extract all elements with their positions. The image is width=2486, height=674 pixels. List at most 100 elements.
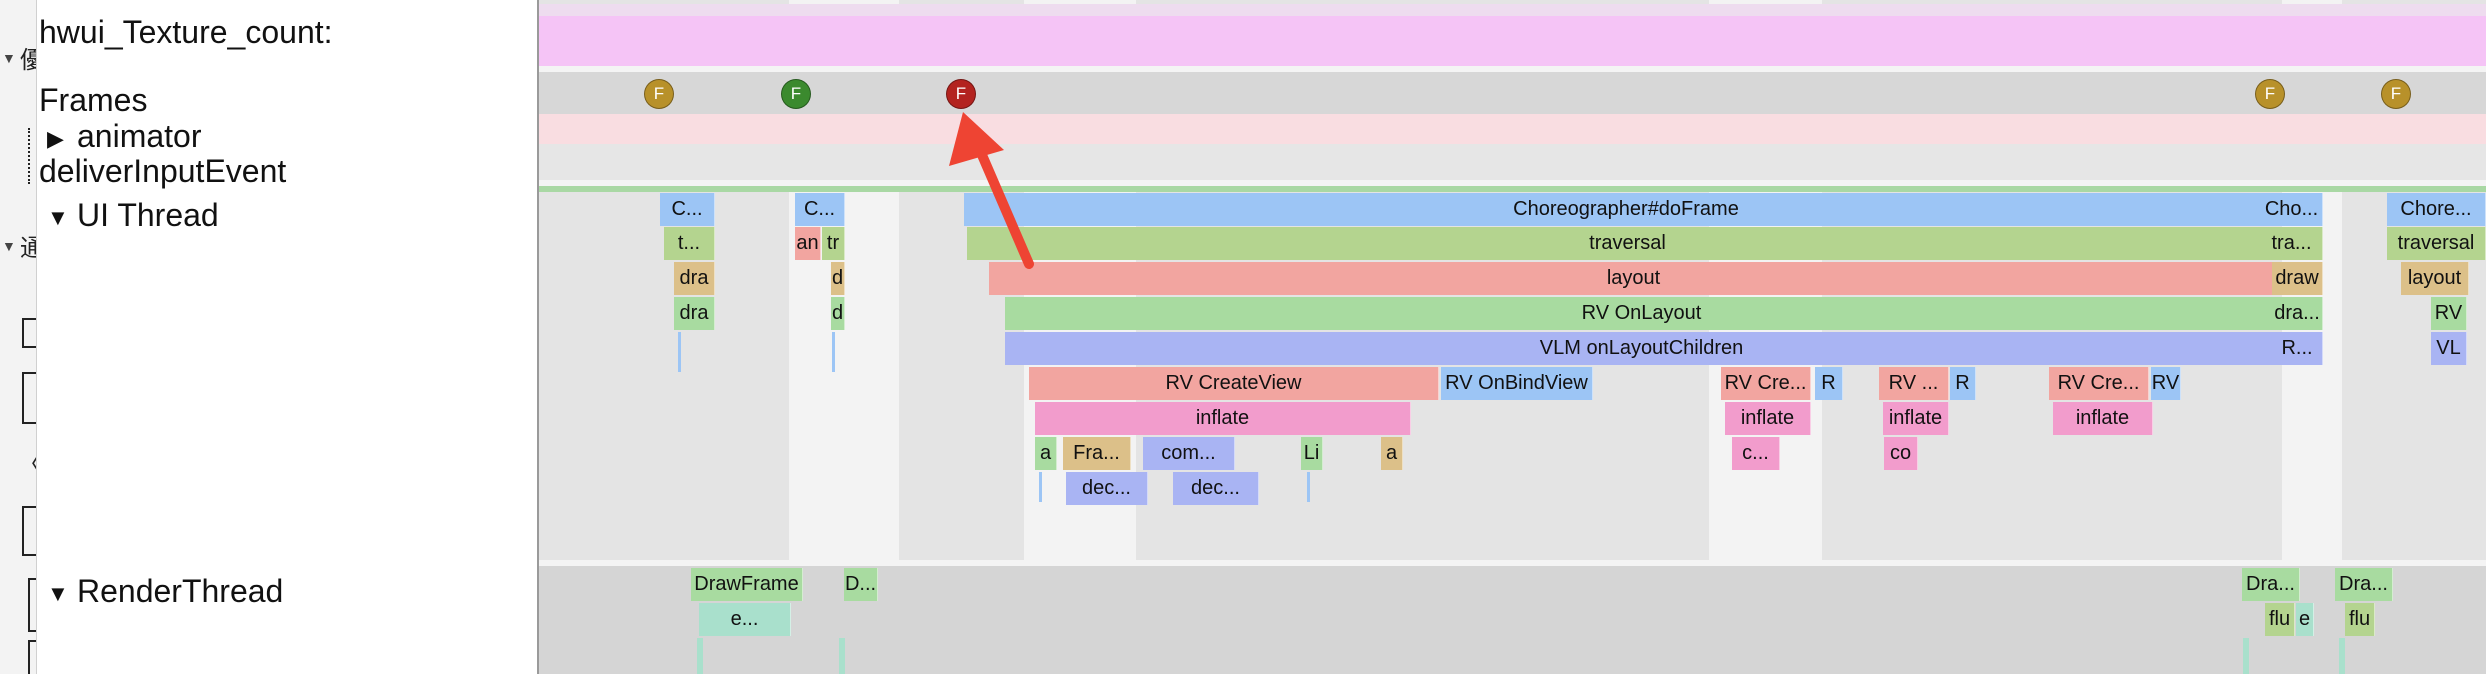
chevron-left-icon[interactable]: 〈 — [18, 444, 36, 479]
sidebar-icon[interactable] — [22, 318, 36, 348]
slice-ui[interactable]: d — [831, 297, 845, 330]
slice-ui[interactable]: Fra... — [1063, 437, 1131, 470]
triangle-right-icon[interactable]: ▶ — [47, 125, 64, 151]
frames-track — [539, 72, 2486, 114]
sidebar-icon[interactable] — [28, 640, 36, 674]
slice-ui[interactable]: C... — [795, 193, 845, 226]
track-label-frames[interactable]: Frames — [39, 82, 148, 118]
texture-count-counter[interactable] — [539, 16, 2486, 66]
slice-ui[interactable]: dra — [674, 262, 715, 295]
sidebar-icon[interactable] — [22, 506, 36, 556]
slice-ui[interactable]: Chore... — [2387, 193, 2486, 226]
left-gutter: ▼ 優 ▼ 通 〈 — [0, 0, 37, 674]
slice-ui[interactable]: dec... — [1066, 472, 1148, 505]
track-separator — [539, 66, 2486, 72]
slice-ui[interactable]: Cho... — [2261, 193, 2323, 226]
slice-tick[interactable] — [839, 638, 845, 674]
slice-render[interactable]: Dra... — [2242, 568, 2300, 601]
slice-render[interactable]: e... — [699, 603, 791, 636]
slice-inflate[interactable]: inflate — [1035, 402, 1411, 435]
deliver-input-event-track — [539, 144, 2486, 186]
slice-render[interactable]: e — [2296, 603, 2314, 636]
slice-ui[interactable]: dra... — [2272, 297, 2323, 330]
slice-ui[interactable]: com... — [1143, 437, 1235, 470]
slice-ui[interactable]: a — [1035, 437, 1057, 470]
slice-ui[interactable]: d — [831, 262, 845, 295]
track-animator[interactable]: ▶ animator — [47, 120, 202, 152]
drag-handle-icon[interactable] — [28, 128, 36, 184]
frame-marker[interactable]: F — [781, 79, 811, 109]
slice-ui[interactable]: R... — [2272, 332, 2323, 365]
sidebar-section-glyph: 優 — [20, 40, 36, 75]
slice-rv-onbindview[interactable]: RV OnBindView — [1441, 367, 1593, 400]
slice-tick[interactable] — [1307, 472, 1310, 502]
sidebar-icon[interactable] — [28, 578, 36, 632]
slice-tick[interactable] — [2243, 638, 2249, 674]
slice-ui[interactable]: tra... — [2261, 227, 2323, 260]
track-ui-thread[interactable]: ▼UI Thread — [47, 199, 219, 231]
sidebar-icon[interactable] — [22, 372, 36, 424]
slice-ui[interactable]: layout — [2401, 262, 2469, 295]
slice-inflate[interactable]: inflate — [1725, 402, 1811, 435]
animator-track — [539, 114, 2486, 144]
slice-ui[interactable]: RV — [2431, 297, 2467, 330]
slice-ui[interactable]: t... — [664, 227, 715, 260]
slice-rv-createview[interactable]: RV Cre... — [1721, 367, 1811, 400]
track-label-deliver-input-event[interactable]: deliverInputEvent — [39, 153, 287, 189]
slice-rv-createview[interactable]: RV CreateView — [1029, 367, 1439, 400]
frame-marker-janky[interactable]: F — [946, 79, 976, 109]
texture-count-track-bg — [539, 4, 2486, 16]
slice-ui[interactable]: c... — [1732, 437, 1780, 470]
track-label-texture-count[interactable]: hwui_Texture_count: — [39, 14, 333, 50]
slice-rv-onlayout[interactable]: RV OnLayout — [1005, 297, 2279, 330]
slice-tick[interactable] — [678, 332, 681, 372]
red-arrow-icon — [949, 112, 1034, 269]
slice-ui[interactable]: traversal — [2387, 227, 2486, 260]
slice-tick[interactable] — [1039, 472, 1042, 502]
triangle-down-icon[interactable]: ▼ — [47, 580, 69, 606]
collapse-arrow-icon[interactable]: ▼ — [2, 238, 16, 254]
slice-rv-createview[interactable]: RV ... — [1879, 367, 1949, 400]
slice-ui[interactable]: a — [1381, 437, 1403, 470]
slice-ui[interactable]: dec... — [1173, 472, 1259, 505]
slice-ui[interactable]: draw — [2272, 262, 2323, 295]
slice-render[interactable]: Dra... — [2335, 568, 2393, 601]
slice-ui[interactable]: an — [795, 227, 821, 260]
track-label-animator: animator — [77, 118, 202, 154]
slice-traversal[interactable]: traversal — [967, 227, 2289, 260]
slice-inflate[interactable]: inflate — [2053, 402, 2153, 435]
frame-marker[interactable]: F — [644, 79, 674, 109]
frame-marker[interactable]: F — [2255, 79, 2285, 109]
sidebar-section-glyph: 通 — [20, 228, 36, 263]
slice-vlm-onlayoutchildren[interactable]: VLM onLayoutChildren — [1005, 332, 2279, 365]
slice-inflate[interactable]: inflate — [1883, 402, 1949, 435]
collapse-arrow-icon[interactable]: ▼ — [2, 50, 16, 66]
slice-ui[interactable]: RV — [2151, 367, 2181, 400]
timeline-area[interactable]: F F F F F C... C... Choreographer#doFram… — [539, 0, 2486, 674]
slice-tick[interactable] — [2339, 638, 2345, 674]
frame-marker[interactable]: F — [2381, 79, 2411, 109]
slice-tick[interactable] — [832, 332, 835, 372]
slice-render[interactable]: flu — [2265, 603, 2295, 636]
triangle-down-icon[interactable]: ▼ — [47, 204, 69, 230]
track-labels-panel: hwui_Texture_count: Frames ▶ animator del… — [37, 0, 539, 674]
slice-render[interactable]: flu — [2345, 603, 2375, 636]
track-separator — [539, 180, 2486, 186]
track-render-thread[interactable]: ▼ RenderThread — [47, 575, 283, 607]
slice-ui[interactable]: R — [1950, 367, 1976, 400]
slice-ui[interactable]: C... — [660, 193, 715, 226]
slice-ui[interactable]: R — [1815, 367, 1843, 400]
slice-drawframe[interactable]: DrawFrame — [691, 568, 803, 601]
track-label-render-thread: RenderThread — [77, 573, 284, 609]
slice-ui[interactable]: VL — [2431, 332, 2467, 365]
slice-choreographer-doframe[interactable]: Choreographer#doFrame — [964, 193, 2289, 226]
slice-ui[interactable]: dra — [674, 297, 715, 330]
slice-render[interactable]: D... — [844, 568, 878, 601]
slice-rv-createview[interactable]: RV Cre... — [2049, 367, 2149, 400]
slice-ui[interactable]: tr — [822, 227, 845, 260]
slice-ui[interactable]: co — [1884, 437, 1918, 470]
slice-layout[interactable]: layout — [989, 262, 2279, 295]
slice-ui[interactable]: Li — [1301, 437, 1323, 470]
slice-tick[interactable] — [697, 638, 703, 674]
